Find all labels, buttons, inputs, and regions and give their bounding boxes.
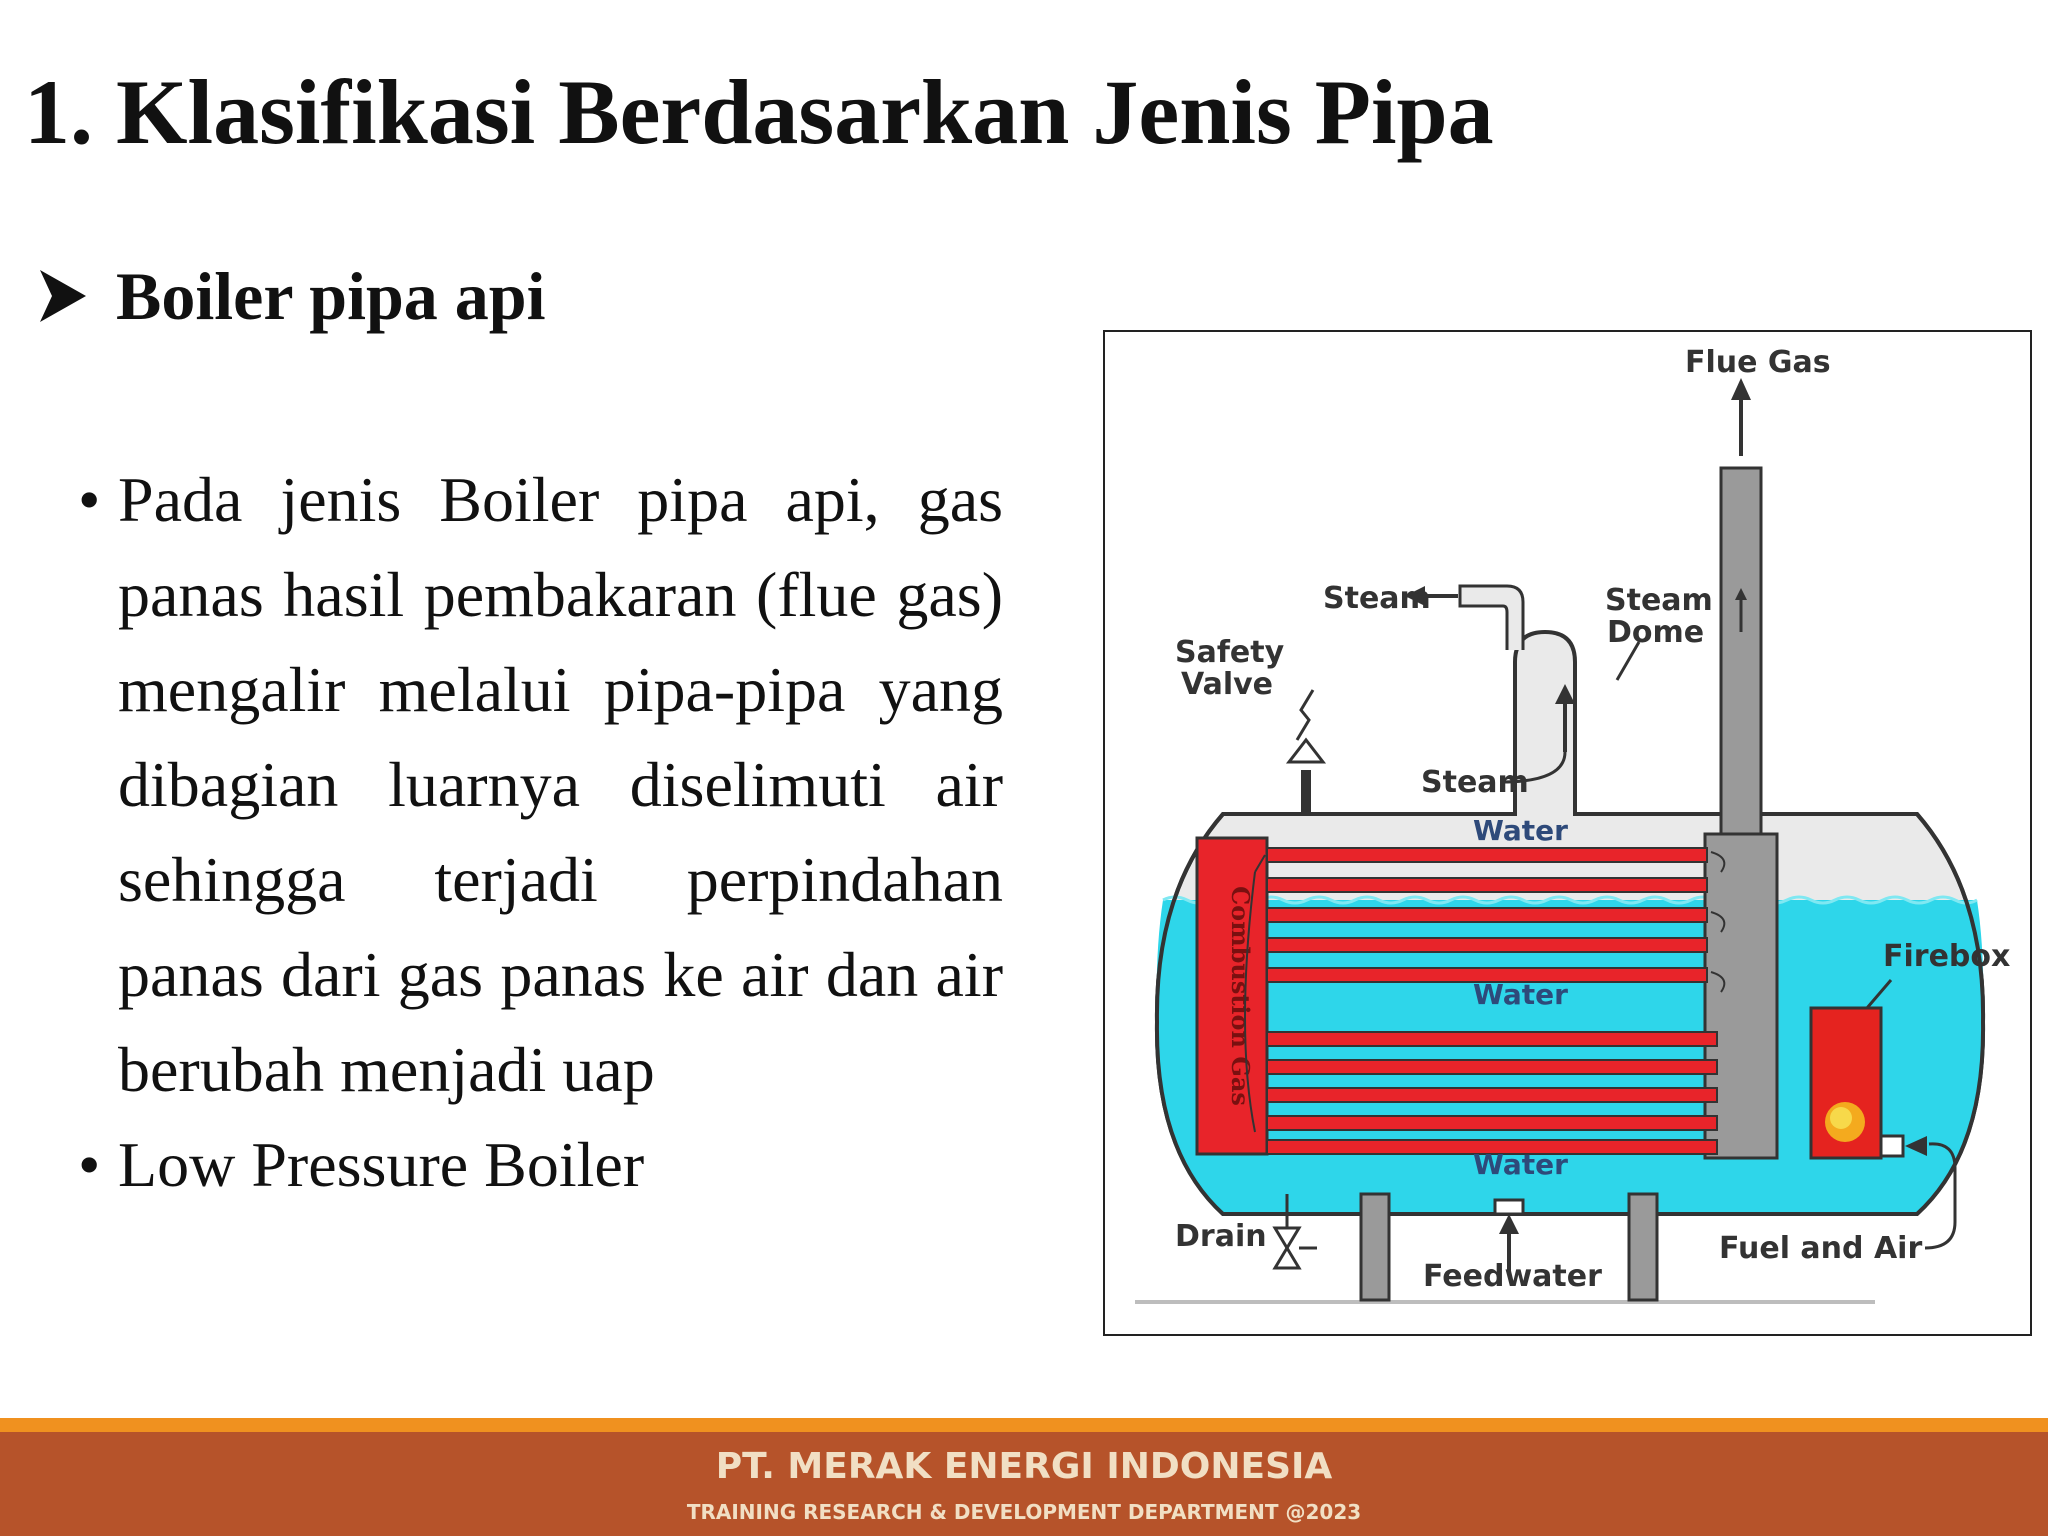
fuel-and-air-label: Fuel and Air [1719,1231,1922,1266]
feedwater-inlet [1493,1198,1525,1216]
steam-dome-leader [1615,641,1641,681]
footer-accent-line [0,1418,2048,1432]
flue-arrowhead [1731,378,1751,400]
firebox-label: Firebox [1883,939,2010,974]
water-surface [1162,895,1978,905]
flue-inner-arrowhead [1735,588,1747,600]
arrow-bullet-icon [40,270,86,322]
footer-bar: PT. MERAK ENERGI INDONESIA TRAINING RESE… [0,1432,2048,1536]
bullet-dot: • [78,464,101,535]
footer-department: TRAINING RESEARCH & DEVELOPMENT DEPARTME… [686,1500,1362,1524]
lower-tube-bank [1266,1031,1718,1155]
gas-flow-arrows [1244,851,1726,1133]
bullet-item: • Pada jenis Boiler pipa api, gas panas … [78,452,1003,1117]
upper-tube-bank [1266,847,1708,983]
burner-nozzle [1879,1134,1905,1158]
steam-rise-arrowhead [1555,684,1575,704]
bullet-list: • Pada jenis Boiler pipa api, gas panas … [78,452,1003,1212]
feedwater-arrowhead [1499,1214,1519,1234]
steam-dome-label-line1: Steam [1605,583,1713,618]
support-leg [1627,1192,1659,1302]
fire-tube [1266,1059,1718,1075]
gas-flow-path [1710,911,1726,933]
gas-flow-path [1244,871,1256,1133]
water-label-bottom: Water [1473,1148,1568,1181]
steam-outlet-label: Steam [1323,581,1431,616]
drain-label: Drain [1175,1219,1267,1254]
steam-dome [1513,629,1577,816]
dome-joint [1517,802,1573,818]
steam-outlet-pipe [1458,584,1525,650]
safety-valve-label-line1: Safety [1175,635,1285,670]
safety-valve-stem [1301,770,1311,816]
fire-tube [1266,847,1708,863]
boiler-diagram-svg: Combustion Gas [1135,345,2010,1304]
fire-tube-boiler-diagram: Combustion Gas [1103,330,2032,1336]
flame-core-icon [1830,1107,1852,1129]
fire-tube [1266,1139,1718,1155]
bullet-dot: • [78,1129,101,1200]
support-leg [1359,1192,1391,1302]
firebox-leader [1865,979,1893,1009]
fire-tube [1266,937,1708,953]
safety-valve-body [1285,737,1327,764]
subtitle-row: Boiler pipa api [40,262,546,330]
slide-title: 1. Klasifikasi Berdasarkan Jenis Pipa [24,61,1494,163]
bullet-item: • Low Pressure Boiler [78,1117,1003,1212]
fire-tube [1266,907,1708,923]
gas-flow-path [1710,971,1726,993]
steam-leader [1500,751,1567,784]
fire-tube [1266,1031,1718,1047]
safety-valve-spring [1295,689,1315,741]
footer-company: PT. MERAK ENERGI INDONESIA [715,1446,1333,1487]
boiler-shell-outline [1154,812,1986,1216]
fuel-air-arrowhead [1905,1136,1927,1156]
bullet-text: Pada jenis Boiler pipa api, gas panas ha… [118,464,1003,1105]
water-label-middle: Water [1473,978,1568,1011]
smokebox [1703,832,1779,1160]
safety-valve-label-line2: Valve [1181,667,1273,702]
steam-dome-label-line2: Dome [1607,615,1704,650]
gas-flow-path [1710,851,1726,873]
steam-space-label: Steam [1421,765,1529,800]
fire-tube [1266,967,1708,983]
gas-flow-path [1254,854,1266,873]
feedwater-label: Feedwater [1423,1259,1602,1294]
water-label-top: Water [1473,814,1568,847]
fire-tube [1266,877,1708,893]
section-subtitle: Boiler pipa api [116,258,546,334]
fuel-air-arrow [1924,1142,1957,1250]
drain-valve [1272,1226,1302,1251]
steam-out-arrowhead [1405,586,1425,606]
fire-tube [1266,1087,1718,1103]
bullet-text: Low Pressure Boiler [118,1129,645,1200]
drain-valve-lower [1272,1245,1302,1270]
combustion-chamber [1195,836,1269,1156]
flue-gas-label: Flue Gas [1685,345,1831,380]
fire-tube [1266,1115,1718,1131]
